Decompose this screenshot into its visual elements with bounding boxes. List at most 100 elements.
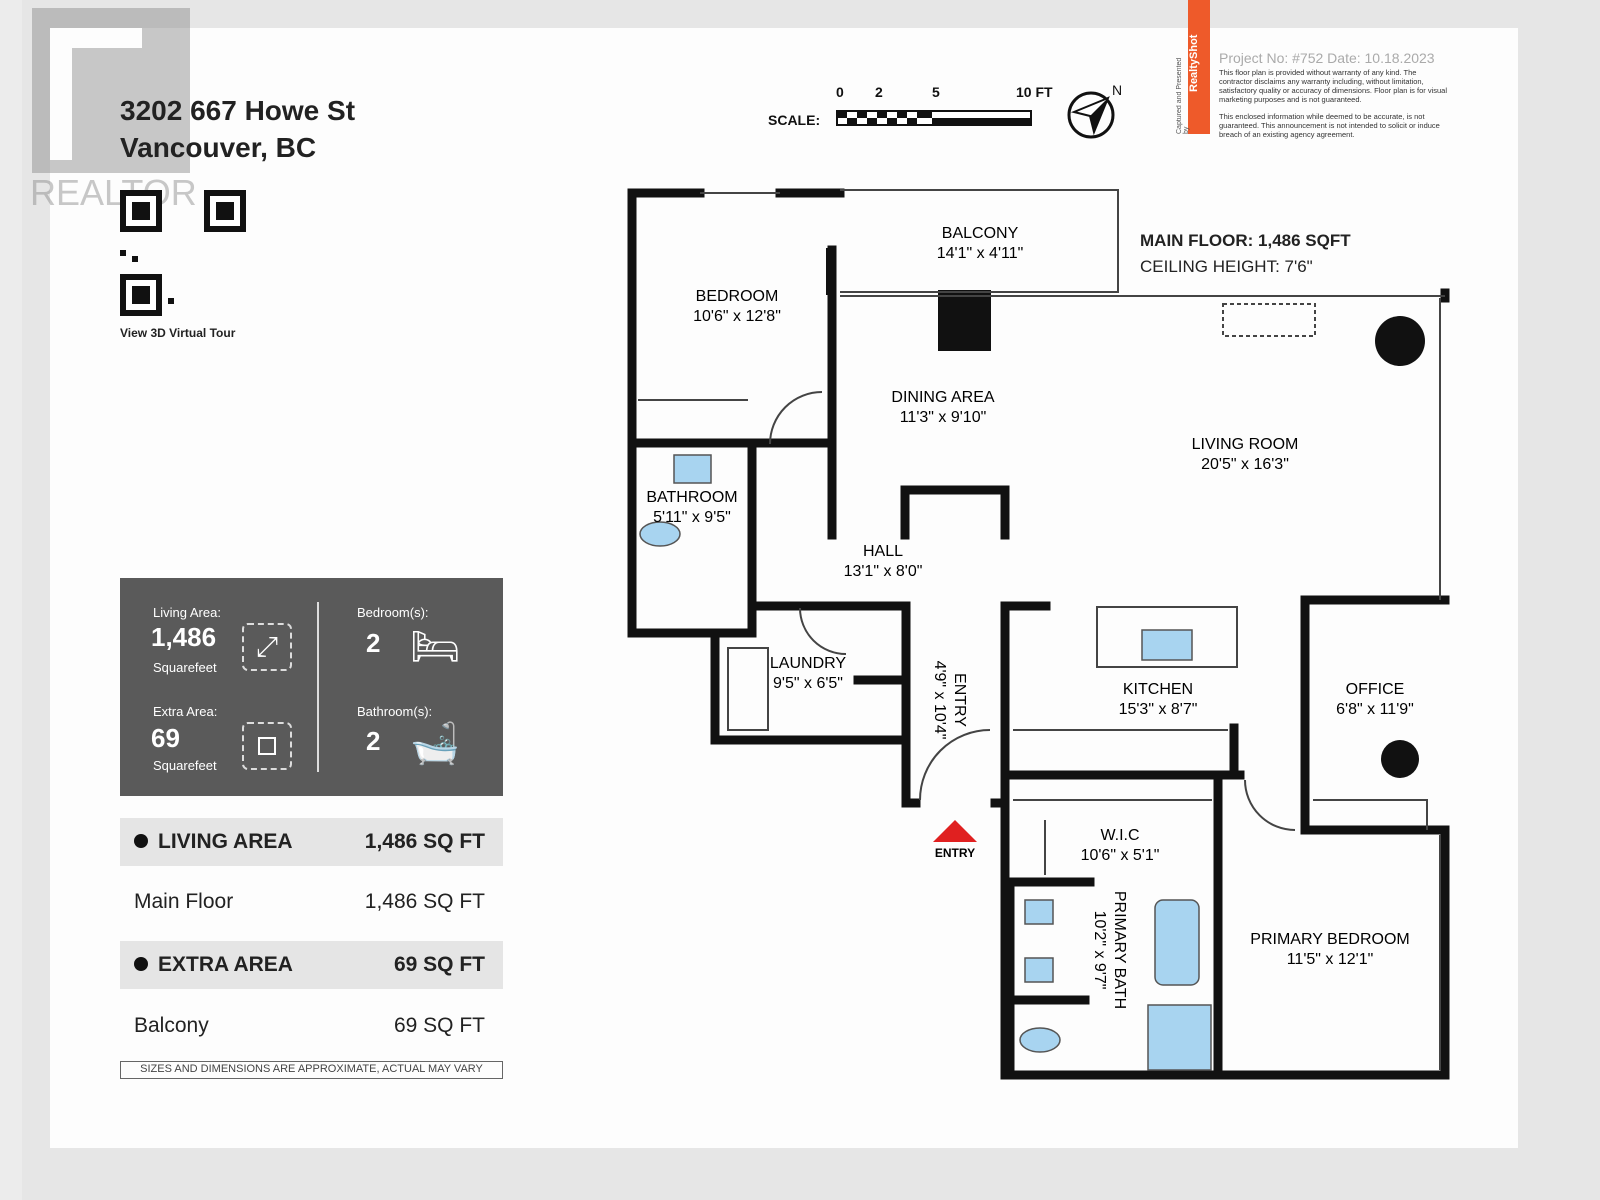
column — [826, 248, 836, 295]
area-value: 69 SQ FT — [393, 1014, 485, 1037]
room-label: W.I.C 10'6" x 5'1" — [1081, 827, 1160, 864]
entry-marker-label: ENTRY — [935, 846, 975, 860]
room-label: DINING AREA 11'3" x 9'10" — [891, 389, 994, 426]
column-round — [1381, 740, 1419, 778]
windows — [638, 189, 1445, 1070]
area-value: 1,486 SQ FT — [364, 890, 485, 913]
scale-bar — [836, 110, 1032, 126]
room-name: KITCHEN — [1123, 681, 1193, 698]
area-value: 69 SQ FT — [393, 953, 485, 976]
entry-arrow-icon — [933, 820, 977, 842]
area-label: EXTRA AREA — [158, 953, 293, 976]
room-dim: 10'6" x 12'8" — [693, 308, 781, 325]
area-row: EXTRA AREA 69 SQ FT — [120, 941, 503, 989]
area-row-label: Main Floor — [134, 890, 233, 914]
area-label: Balcony — [134, 1014, 209, 1037]
room-dim: 13'1" x 8'0" — [844, 563, 923, 580]
divider — [317, 602, 319, 772]
extra-area-unit: Squarefeet — [153, 758, 217, 773]
bedrooms-label: Bedroom(s): — [357, 605, 429, 620]
column-round — [1375, 316, 1425, 366]
expand-area-icon: ⤢ — [242, 623, 292, 671]
room-name: BATHROOM — [646, 489, 737, 506]
fixtures — [639, 454, 1212, 1071]
living-area-label: Living Area: — [153, 605, 221, 620]
room-dim: 5'11" x 9'5" — [653, 509, 731, 526]
area-label: Main Floor — [134, 890, 234, 913]
disclaimer-1: This floor plan is provided without warr… — [1219, 68, 1448, 104]
bullet-icon — [134, 957, 148, 971]
bed-icon: 🛏 — [410, 625, 461, 669]
room-label: LIVING ROOM 20'5" x 16'3" — [1192, 436, 1299, 473]
area-row: Balcony 69 SQ FT — [120, 1002, 503, 1050]
kitchen-sink-icon — [1141, 629, 1193, 661]
room-dim: 11'3" x 9'10" — [900, 409, 987, 426]
toilet-icon — [1019, 1027, 1061, 1053]
address-line2: Vancouver, BC — [120, 132, 317, 163]
scale-tick-0: 0 — [836, 84, 844, 100]
area-label: LIVING AREA — [158, 830, 293, 853]
bathtub-icon: 🛁 — [410, 722, 460, 766]
room-label: OFFICE 6'8" x 11'9" — [1336, 681, 1414, 718]
sink-icon — [1024, 899, 1054, 925]
room-name: LIVING ROOM — [1192, 436, 1299, 453]
room-name: W.I.C — [1100, 827, 1139, 844]
bedrooms-value: 2 — [366, 628, 381, 658]
room-dim: 4'9" x 10'4" — [931, 661, 948, 740]
room-name: PRIMARY BATH — [1111, 891, 1128, 1009]
floor-info: MAIN FLOOR: 1,486 SQFT CEILING HEIGHT: 7… — [1140, 228, 1351, 280]
area-row: LIVING AREA 1,486 SQ FT — [120, 818, 503, 866]
left-margin — [0, 0, 22, 1200]
area-row: Main Floor 1,486 SQ FT — [120, 878, 503, 926]
floor-title: MAIN FLOOR: 1,486 SQFT — [1140, 231, 1351, 250]
room-label: BATHROOM 5'11" x 9'5" — [646, 489, 737, 526]
realtor-wordmark: REALTOR — [30, 172, 197, 213]
room-name: BALCONY — [942, 225, 1019, 242]
extra-area-icon — [242, 722, 292, 770]
column — [938, 290, 991, 351]
project-info: Project No: #752 Date: 10.18.2023 — [1219, 50, 1435, 66]
address: 3202 667 Howe St Vancouver, BC — [120, 92, 355, 166]
bathrooms-value: 2 — [366, 726, 381, 756]
disclaimer: This floor plan is provided without warr… — [1219, 68, 1449, 139]
room-dim: 11'5" x 12'1" — [1287, 951, 1374, 968]
toilet-icon — [639, 521, 681, 547]
bathtub-fixture-icon — [1154, 899, 1200, 986]
sink-icon — [673, 454, 712, 484]
room-dim: 20'5" x 16'3" — [1201, 456, 1289, 473]
shower-icon — [1147, 1004, 1212, 1071]
room-name: PRIMARY BEDROOM — [1250, 931, 1409, 948]
scale-label: SCALE: — [768, 112, 821, 128]
bullet-icon — [134, 834, 148, 848]
address-line1: 3202 667 Howe St — [120, 95, 356, 126]
extra-area-label: Extra Area: — [153, 704, 218, 719]
area-row-label: EXTRA AREA — [134, 953, 293, 977]
scale-tick-10: 10 FT — [1016, 84, 1053, 100]
room-dim: 9'5" x 6'5" — [773, 675, 843, 692]
qr-code[interactable] — [120, 190, 246, 316]
room-name: BEDROOM — [696, 288, 779, 305]
scale-tick-5: 5 — [932, 84, 940, 100]
living-area-value: 1,486 — [151, 622, 217, 652]
bathrooms-label: Bathroom(s): — [357, 704, 433, 719]
room-dim: 14'1" x 4'11" — [937, 245, 1024, 262]
ceiling-height: CEILING HEIGHT: 7'6" — [1140, 257, 1313, 276]
approximate-note: SIZES AND DIMENSIONS ARE APPROXIMATE, AC… — [120, 1061, 503, 1079]
area-value: 1,486 SQ FT — [364, 830, 485, 853]
room-dim: 10'6" x 5'1" — [1081, 847, 1160, 864]
room-name: OFFICE — [1346, 681, 1405, 698]
area-row-label: LIVING AREA — [134, 830, 293, 854]
room-name: LAUNDRY — [770, 655, 847, 672]
area-row-label: Balcony — [134, 1014, 209, 1038]
room-dim: 10'2" x 9'7" — [1091, 911, 1108, 990]
room-label: PRIMARY BEDROOM 11'5" x 12'1" — [1250, 931, 1409, 968]
room-name: DINING AREA — [891, 389, 994, 406]
room-dim: 6'8" x 11'9" — [1336, 701, 1414, 718]
extra-area-value: 69 — [151, 723, 180, 753]
living-area-unit: Squarefeet — [153, 660, 217, 675]
